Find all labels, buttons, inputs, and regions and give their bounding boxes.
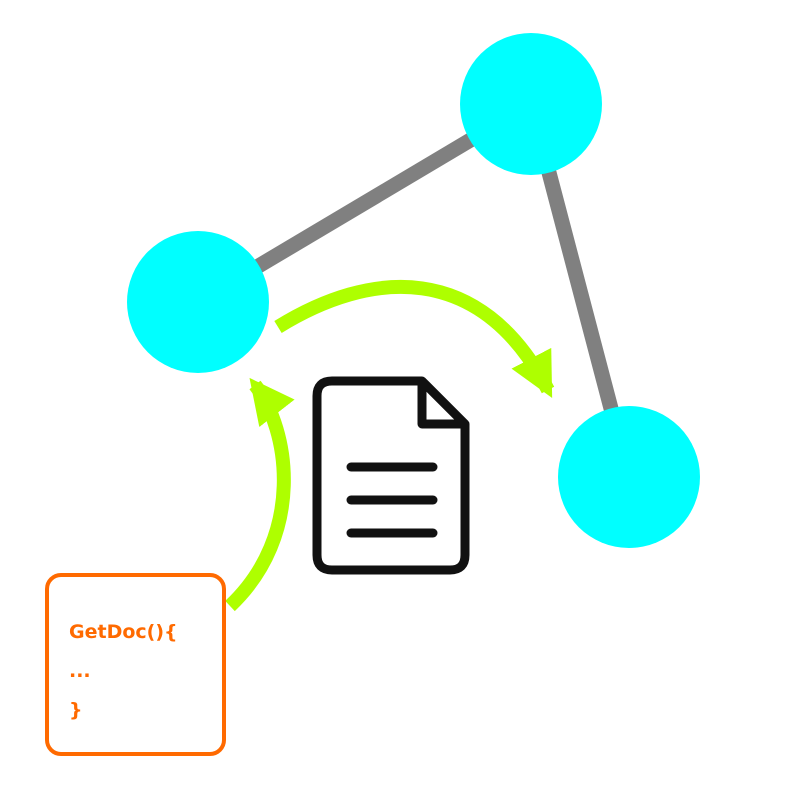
flow-arrow-code-to-node [225, 377, 295, 612]
code-box-frame [45, 573, 226, 756]
node-left [127, 231, 269, 373]
document-icon [312, 376, 470, 575]
flow-arrow-node-to-node [274, 280, 555, 398]
code-line-3: } [69, 699, 83, 721]
node-top [460, 33, 602, 175]
node-right [558, 406, 700, 548]
code-line-2: ... [69, 660, 91, 682]
code-box: GetDoc(){ ... } [45, 573, 226, 756]
code-line-1: GetDoc(){ [69, 621, 178, 643]
